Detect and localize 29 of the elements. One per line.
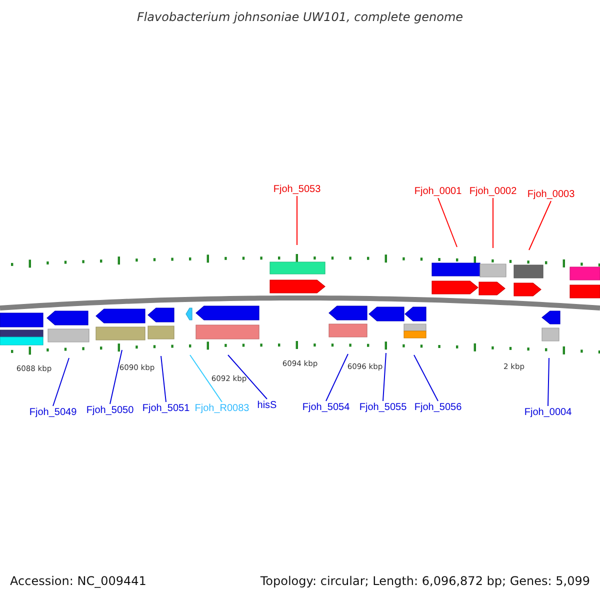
leader-line [326,354,348,402]
footer-text: Accession: NC_009441 [10,574,146,588]
gene-label: Fjoh_0003 [527,188,575,201]
gene-label: Fjoh_5055 [359,401,407,414]
footer-text: Topology: circular; Length: 6,096,872 bp; Genes: 5,099 [260,574,590,588]
gene-label: Fjoh_0001 [414,185,462,198]
leader-line [548,358,550,406]
leader-line [296,196,298,246]
leader-line [382,352,386,402]
gene-label: Fjoh_5054 [302,401,350,414]
gene-label: Fjoh_5053 [273,183,321,196]
gene-label: Fjoh_0004 [524,406,572,419]
gene-label: Fjoh_5050 [86,404,134,417]
leader-line [414,354,438,402]
gene-label: hisS [257,399,277,412]
leader-line [190,354,222,402]
leader-line [160,356,166,402]
leader-line [52,358,70,406]
leader-line [110,350,122,404]
gene-label: Fjoh_5051 [142,402,190,415]
title: Flavobacterium johnsoniae UW101, complete genome [136,10,464,24]
gene-label: Fjoh_5056 [414,401,462,414]
leader-line [492,198,494,248]
leader-line [528,200,552,250]
gene-label: Fjoh_R0083 [194,402,250,415]
leader-line [228,354,268,400]
gene-label: Fjoh_0002 [469,185,517,198]
leader-line [438,198,458,248]
gene-label: Fjoh_5049 [29,406,77,419]
